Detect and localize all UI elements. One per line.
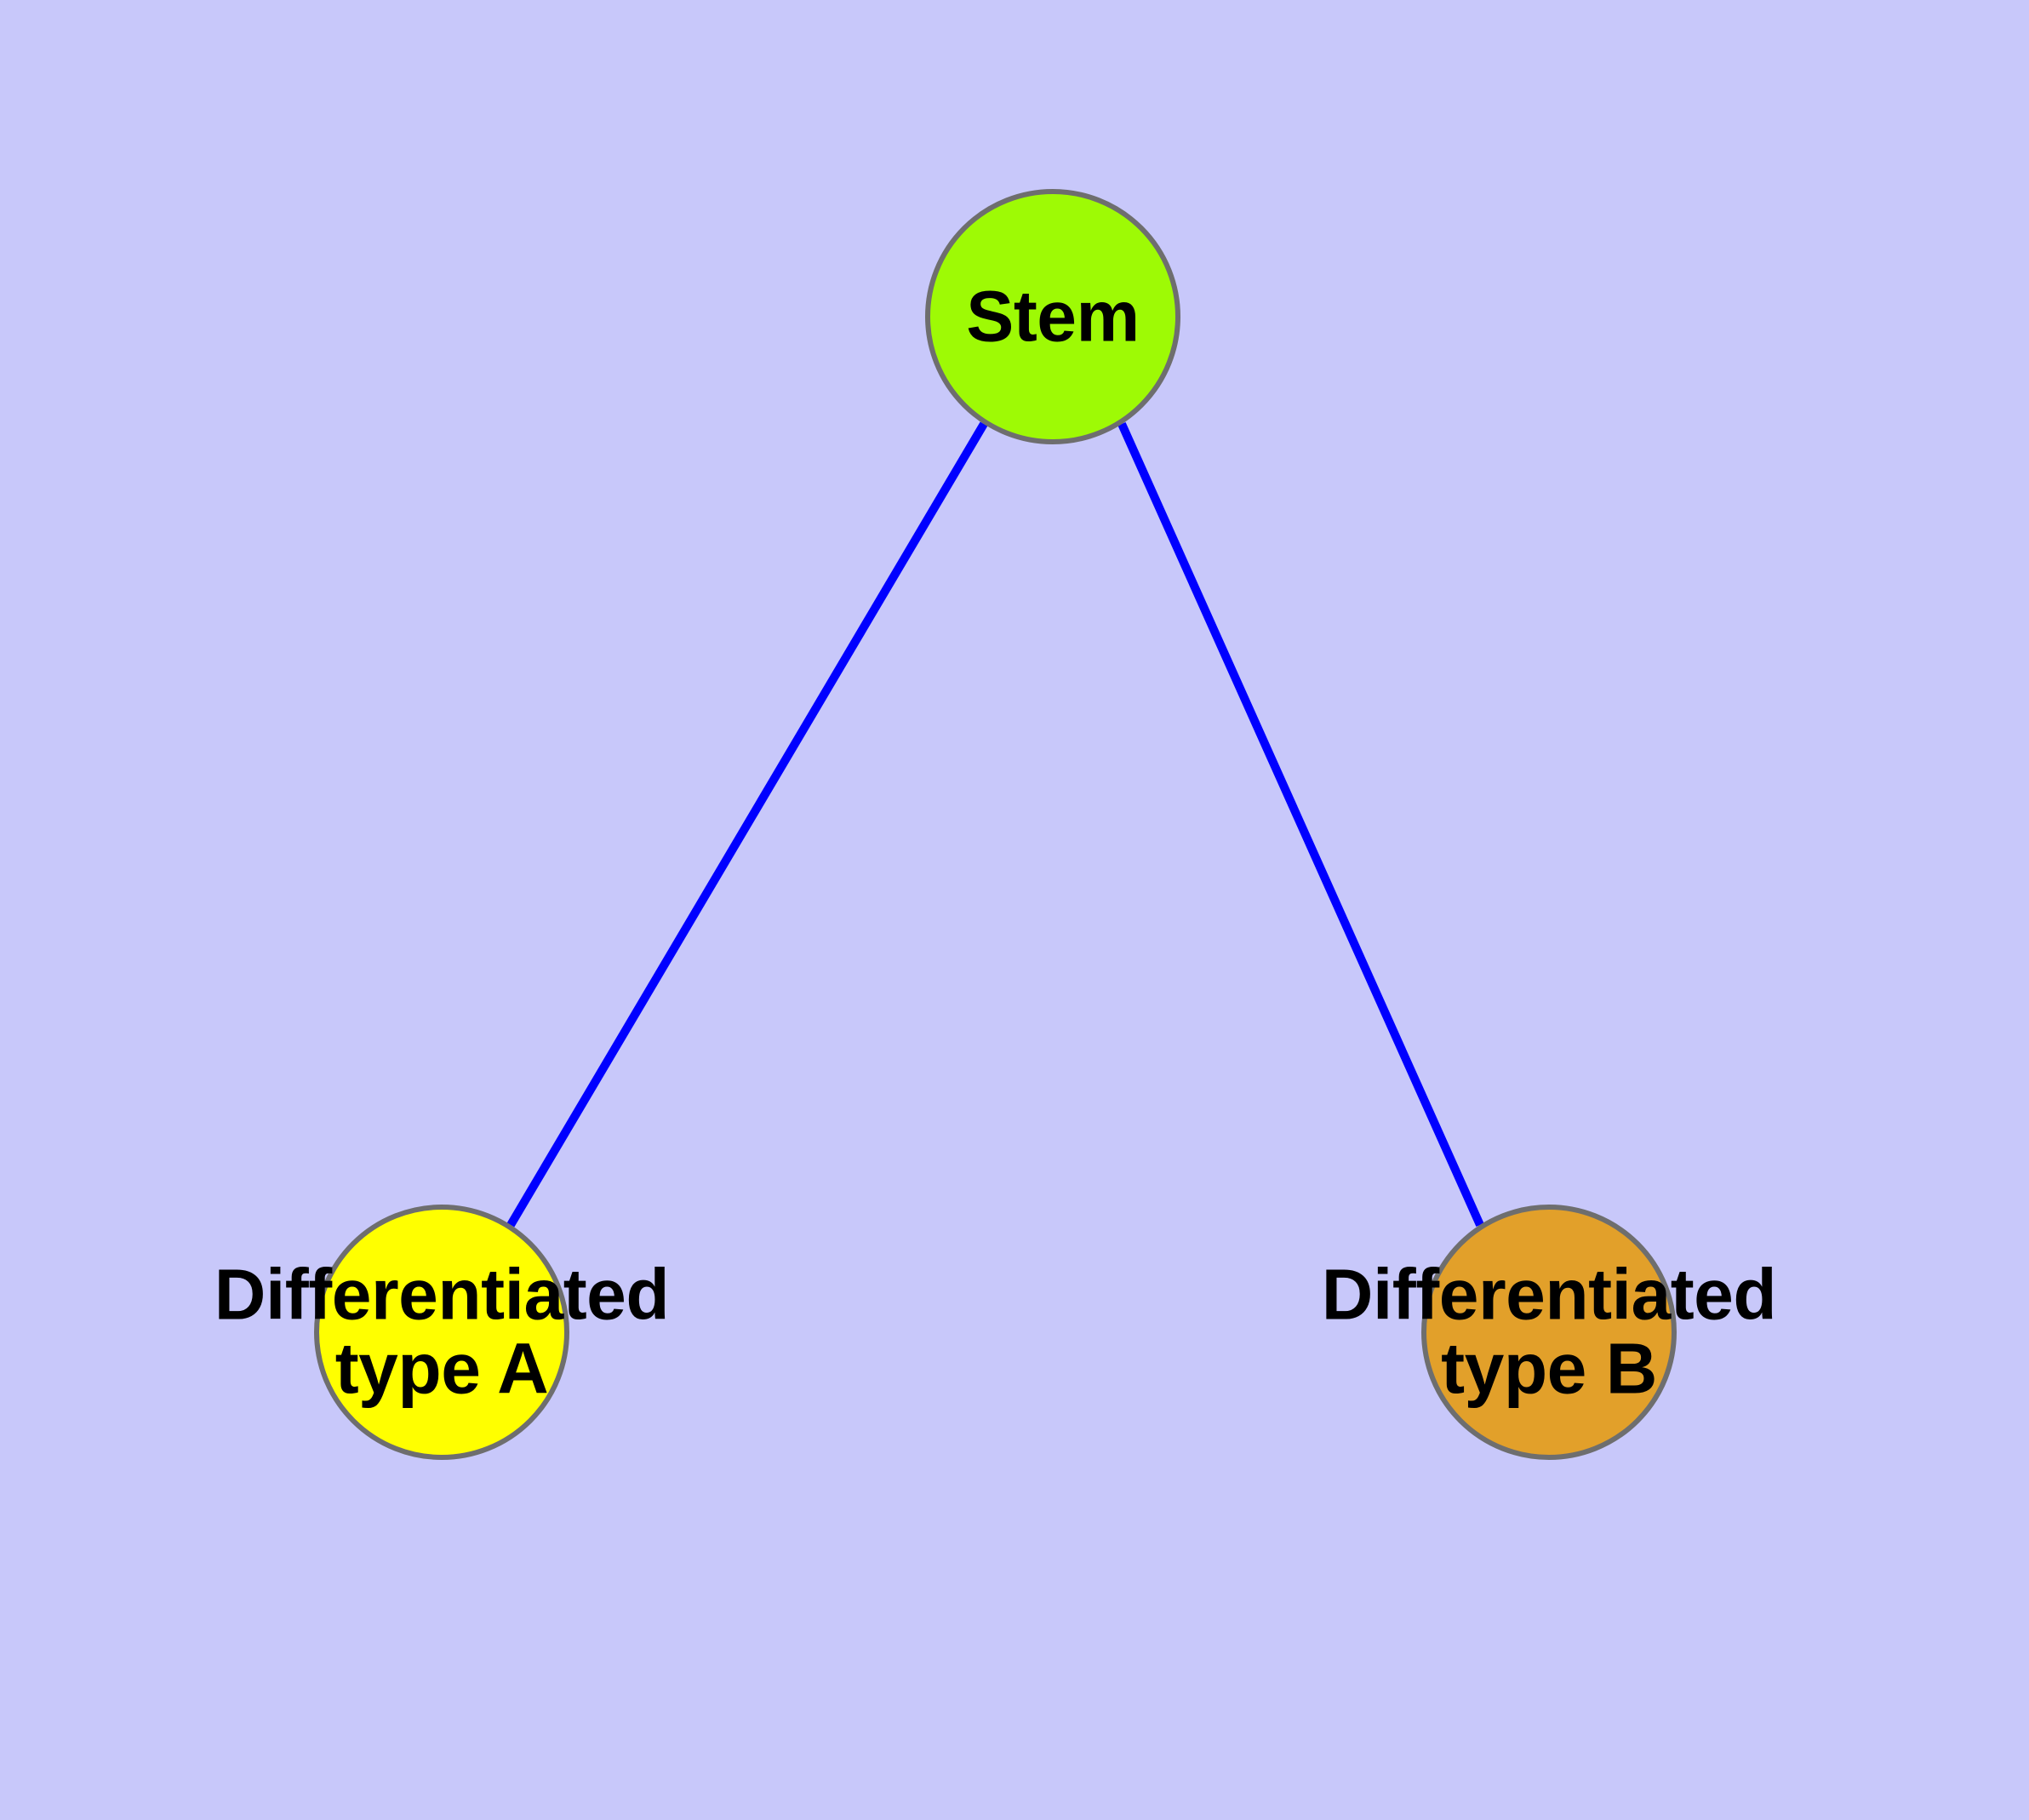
node-differentiated-type-a-circle[interactable] xyxy=(314,1205,569,1460)
node-stem-circle[interactable] xyxy=(925,189,1180,444)
edge-stem-to-differentiated-type-a[interactable] xyxy=(506,421,988,1228)
edge-stem-to-differentiated-type-b[interactable] xyxy=(1117,421,1484,1228)
node-differentiated-type-b[interactable]: Differentiated type B xyxy=(1322,1205,1777,1460)
node-differentiated-type-b-circle[interactable] xyxy=(1421,1205,1677,1460)
node-differentiated-type-a[interactable]: Differentiated type A xyxy=(214,1205,670,1460)
node-stem[interactable]: Stem xyxy=(925,189,1180,444)
